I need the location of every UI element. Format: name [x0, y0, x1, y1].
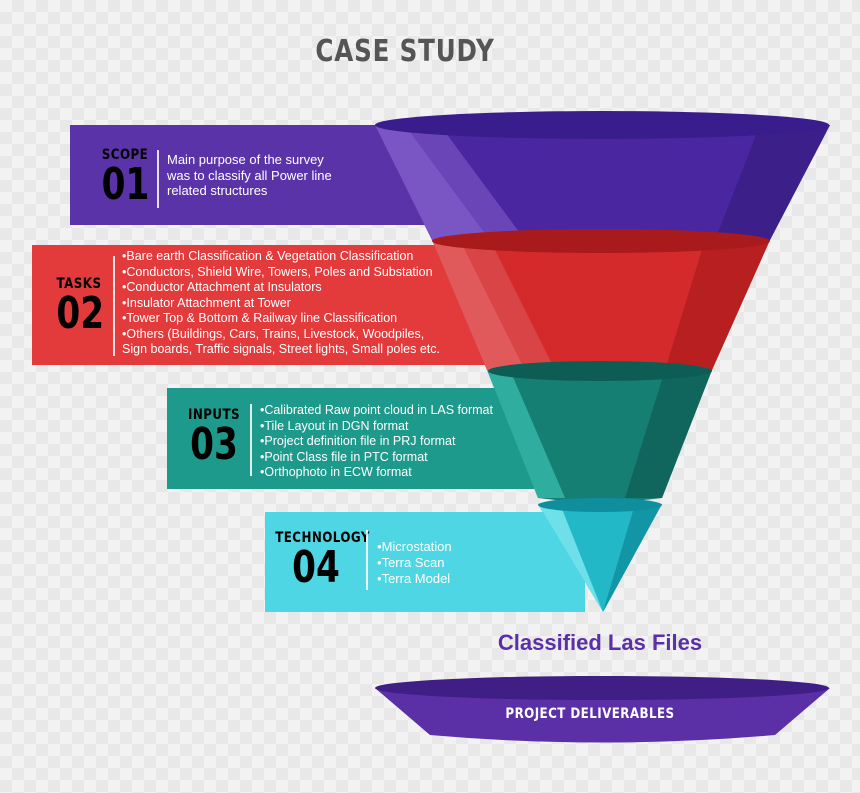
list-item: Tower Top & Bottom & Railway line Classi… — [122, 311, 440, 327]
output-label: Classified Las Files — [497, 630, 703, 655]
list-item: Terra Model — [377, 571, 452, 587]
deliverables-label: PROJECT DELIVERABLES — [505, 706, 675, 722]
list-item: Microstation — [377, 539, 452, 555]
technology-text: Microstation Terra Scan Terra Model — [377, 539, 452, 587]
scope-header: SCOPE 01 — [95, 147, 155, 207]
list-item: Others (Buildings, Cars, Trains, Livesto… — [122, 327, 440, 343]
list-item: Insulator Attachment at Tower — [122, 296, 440, 312]
scope-label: SCOPE — [101, 147, 149, 163]
inputs-header: INPUTS 03 — [180, 407, 248, 467]
scope-text: Main purpose of the survey was to classi… — [167, 152, 347, 199]
tasks-label: TASKS — [56, 276, 102, 292]
technology-number: 04 — [292, 542, 340, 593]
list-item: Tile Layout in DGN format — [260, 419, 493, 435]
list-item: Bare earth Classification & Vegetation C… — [122, 249, 440, 265]
inputs-label: INPUTS — [187, 407, 241, 423]
list-item: Orthophoto in ECW format — [260, 465, 493, 481]
list-item: Point Class file in PTC format — [260, 450, 493, 466]
inputs-divider — [250, 404, 252, 476]
list-item: Terra Scan — [377, 555, 452, 571]
page-title: CASE STUDY — [315, 34, 495, 69]
inputs-text: Calibrated Raw point cloud in LAS format… — [260, 403, 493, 481]
technology-list: Microstation Terra Scan Terra Model — [377, 539, 452, 587]
tasks-divider — [113, 256, 115, 356]
funnel-tier-scope — [375, 111, 830, 248]
list-item: Conductors, Shield Wire, Towers, Poles a… — [122, 265, 440, 281]
tasks-continuation: Sign boards, Traffic signals, Street lig… — [122, 342, 440, 356]
tasks-list: Bare earth Classification & Vegetation C… — [122, 249, 440, 342]
list-item: Calibrated Raw point cloud in LAS format — [260, 403, 493, 419]
technology-header: TECHNOLOGY 04 — [268, 530, 370, 593]
inputs-list: Calibrated Raw point cloud in LAS format… — [260, 403, 493, 481]
funnel-tier-inputs — [487, 361, 712, 502]
tasks-header: TASKS 02 — [50, 276, 108, 336]
list-item: Conductor Attachment at Insulators — [122, 280, 440, 296]
tasks-text: Bare earth Classification & Vegetation C… — [122, 249, 440, 358]
technology-divider — [366, 530, 368, 590]
funnel-tier-tasks — [432, 229, 770, 375]
deliverables-dish — [375, 676, 830, 743]
scope-number: 01 — [101, 159, 150, 210]
technology-label: TECHNOLOGY — [275, 530, 370, 546]
list-item: Project definition file in PRJ format — [260, 434, 493, 450]
scope-divider — [157, 150, 159, 208]
tasks-number: 02 — [56, 288, 105, 339]
scope-description: Main purpose of the survey was to classi… — [167, 152, 332, 198]
inputs-number: 03 — [190, 419, 238, 470]
funnel-tier-technology — [538, 498, 662, 612]
